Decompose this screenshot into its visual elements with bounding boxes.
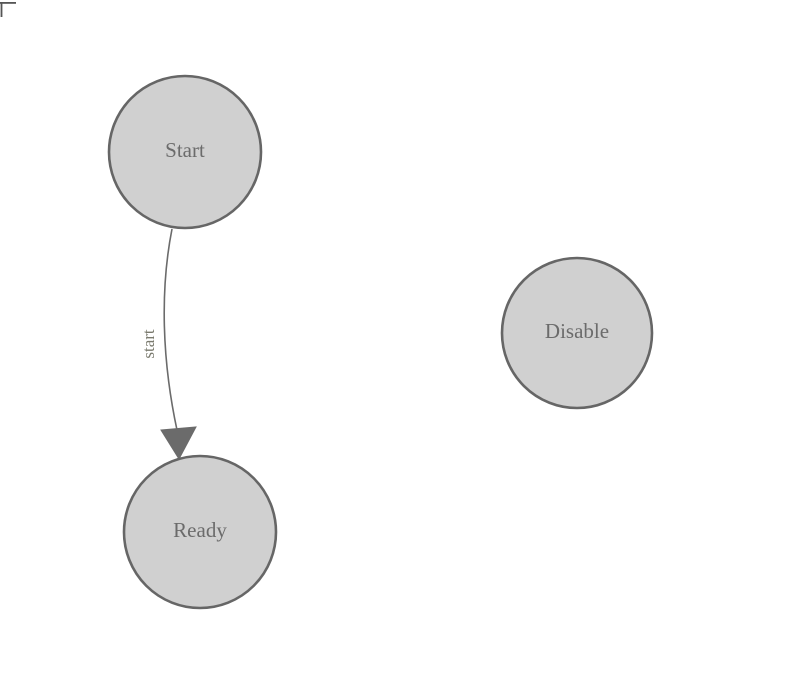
node-start-label: Start	[165, 138, 205, 162]
node-ready-shape[interactable]	[122, 454, 278, 610]
edge-start-to-ready[interactable]: start	[139, 228, 197, 461]
node-ready-label: Ready	[173, 518, 227, 542]
node-disable-shape[interactable]	[500, 256, 654, 410]
node-ready[interactable]: Ready	[122, 454, 278, 610]
node-start[interactable]: Start	[107, 74, 263, 230]
crop-corner-mark	[0, 2, 16, 17]
node-disable-label: Disable	[545, 319, 609, 343]
corner-mark-vertical	[0, 2, 3, 17]
edge-label-start: start	[139, 329, 158, 359]
corner-mark-horizontal	[0, 2, 16, 4]
node-disable[interactable]: Disable	[500, 256, 654, 410]
node-start-shape[interactable]	[107, 74, 263, 230]
edge-path	[163, 228, 178, 431]
edge-arrowhead-icon	[160, 426, 197, 461]
